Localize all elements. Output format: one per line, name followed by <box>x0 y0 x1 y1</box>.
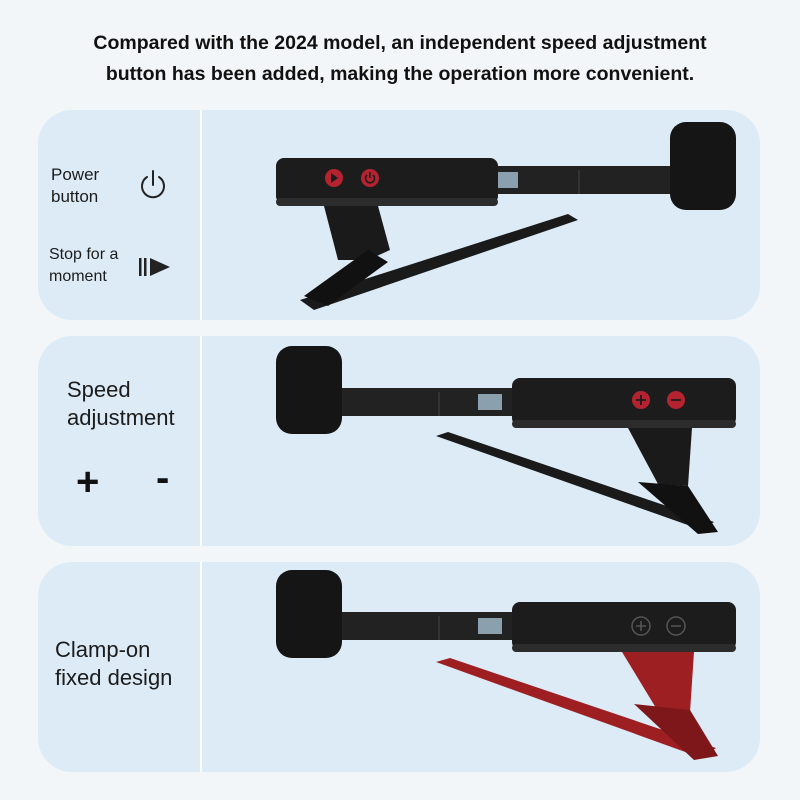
clip-jaw-upper <box>300 214 578 310</box>
arm-hinge <box>478 618 502 634</box>
clamp-label-line-2: fixed design <box>55 665 173 690</box>
panel-clamp-design: Clamp-on fixed design <box>38 562 760 772</box>
clip-jaw-lower <box>638 482 718 534</box>
panel-divider <box>200 562 202 772</box>
panel-divider <box>200 336 202 546</box>
arm-seam <box>438 616 440 640</box>
device-arm <box>320 612 520 640</box>
device-arm <box>320 388 520 416</box>
arm-hinge <box>494 172 518 188</box>
device-end-cap <box>276 346 342 434</box>
clip-mount <box>324 206 390 260</box>
minus-sign: - <box>156 456 170 500</box>
arm-seam <box>438 392 440 416</box>
device-illustration-3 <box>276 570 736 760</box>
panel-divider <box>200 110 202 320</box>
pause-label-line-2: moment <box>49 268 107 285</box>
device-end-cap <box>670 122 736 210</box>
clip-jaw-upper <box>436 432 714 530</box>
pause-label-line-1: Stop for a <box>49 246 119 263</box>
panel-power-pause: Power button Stop for a moment <box>38 110 760 320</box>
pause-play-button-icon <box>331 173 338 183</box>
red-clip-jaw-upper <box>436 658 716 758</box>
headline: Compared with the 2024 model, an indepen… <box>0 28 800 90</box>
speed-label-line-1: Speed <box>67 377 131 402</box>
device-body <box>512 378 736 426</box>
red-clip-jaw-lower <box>634 704 718 760</box>
panel-speed-adjustment: Speed adjustment + - <box>38 336 760 546</box>
power-button-label: Power button <box>51 164 99 208</box>
speed-adjustment-label: Speed adjustment <box>67 376 175 432</box>
arm-hinge <box>478 394 502 410</box>
arm-seam <box>578 170 580 194</box>
device-illustration-2 <box>276 346 736 534</box>
device-illustration-1 <box>276 122 736 310</box>
speed-label-line-2: adjustment <box>67 405 175 430</box>
device-body-edge <box>276 198 498 206</box>
speed-plus-button-outline <box>631 616 651 636</box>
clamp-label-line-1: Clamp-on <box>55 637 151 662</box>
headline-line-1: Compared with the 2024 model, an indepen… <box>93 32 707 54</box>
speed-minus-button-outline <box>666 616 686 636</box>
power-label-line-1: Power <box>51 165 100 184</box>
device-body <box>276 158 498 204</box>
power-device-button-icon <box>364 174 376 184</box>
power-icon <box>141 170 165 199</box>
pause-label: Stop for a moment <box>49 244 118 288</box>
power-label-line-2: button <box>51 187 99 206</box>
device-end-cap <box>276 570 342 658</box>
plus-sign: + <box>76 460 100 504</box>
device-body <box>512 602 736 650</box>
pause-play-icon <box>139 258 170 276</box>
clamp-design-label: Clamp-on fixed design <box>55 636 172 692</box>
clip-jaw-lower <box>304 250 388 306</box>
headline-line-2: button has been added, making the operat… <box>105 63 695 85</box>
device-body-edge <box>512 420 736 428</box>
clip-mount <box>628 428 692 486</box>
red-clip-mount <box>622 652 694 712</box>
device-body-edge <box>512 644 736 652</box>
